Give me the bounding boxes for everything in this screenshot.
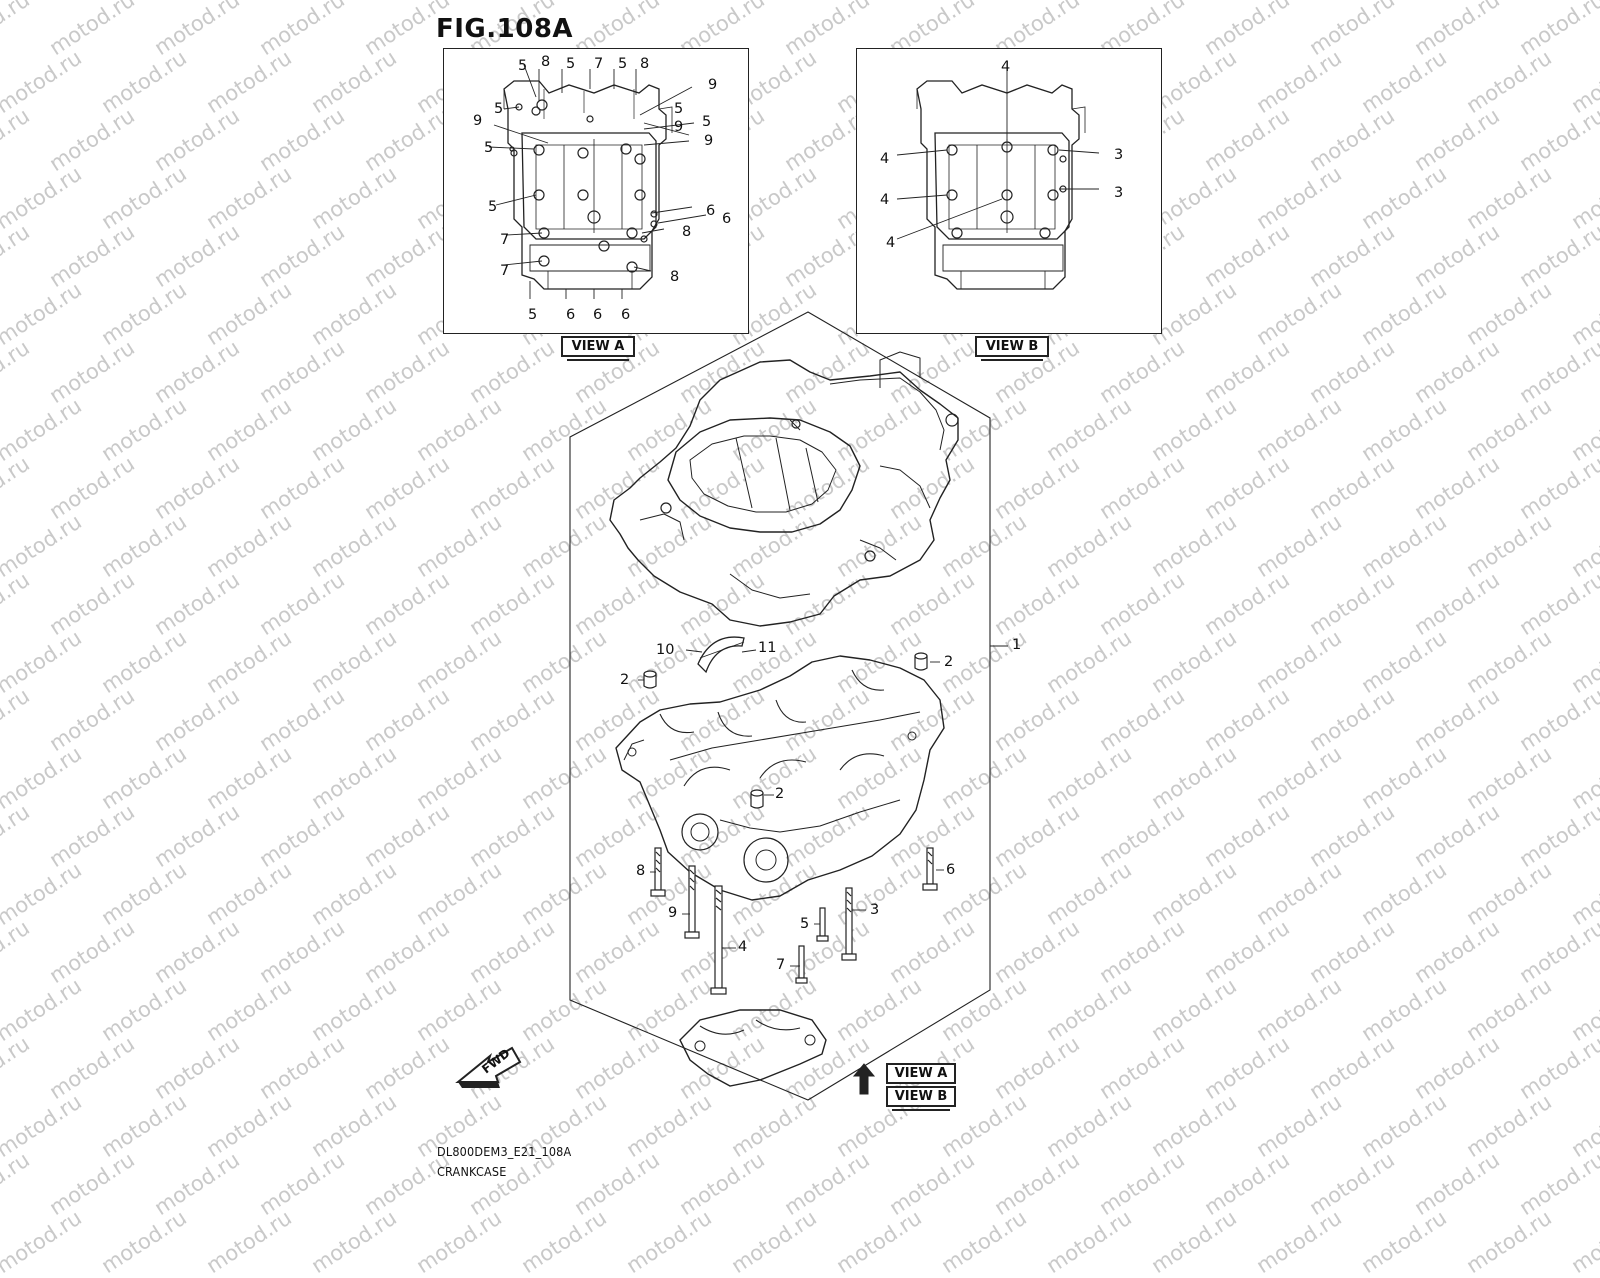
view-a-callout-5a: 5 bbox=[518, 58, 528, 74]
view-a-callout-5c: 5 bbox=[618, 56, 628, 72]
watermark-text: motod.ru bbox=[202, 1205, 296, 1278]
view-a-callout-5g: 5 bbox=[488, 199, 498, 215]
view-a-tag: VIEW A bbox=[561, 336, 635, 361]
view-a-callout-8b: 8 bbox=[640, 56, 650, 72]
upper-crankcase bbox=[609, 351, 959, 627]
view-direction-arrow bbox=[852, 1063, 876, 1095]
lower-crankcase bbox=[615, 655, 945, 901]
view-a-callout-8c: 8 bbox=[682, 224, 692, 240]
callout-3: 3 bbox=[870, 902, 880, 918]
callout-2b: 2 bbox=[620, 672, 630, 688]
view-a-callout-5e: 5 bbox=[702, 114, 712, 130]
watermark-text: motod.ru bbox=[727, 1205, 821, 1278]
view-a-callout-6a: 6 bbox=[706, 203, 716, 219]
watermark-text: motod.ru bbox=[517, 1205, 611, 1278]
callout-1: 1 bbox=[1012, 637, 1022, 653]
crankcase-bolts bbox=[650, 847, 938, 995]
callout-11: 11 bbox=[758, 640, 777, 656]
view-b-callout-4d: 4 bbox=[886, 235, 896, 251]
callout-8: 8 bbox=[636, 863, 646, 879]
watermark-text: motod.ru bbox=[832, 1205, 926, 1278]
assembly-outline bbox=[569, 311, 991, 1101]
bearing-cap bbox=[679, 1009, 827, 1087]
figure-title: FIG.108A bbox=[436, 14, 574, 44]
callout-2c: 2 bbox=[775, 786, 785, 802]
view-a-callout-9b: 9 bbox=[473, 113, 483, 129]
fwd-arrow: FWD bbox=[455, 1046, 522, 1088]
watermark-text: motod.ru bbox=[97, 1205, 191, 1278]
view-a-callout-9d: 9 bbox=[674, 119, 684, 135]
view-b-callout-3a: 3 bbox=[1114, 147, 1124, 163]
callout-4: 4 bbox=[738, 939, 748, 955]
callout-10: 10 bbox=[656, 642, 675, 658]
view-b-drawing bbox=[896, 71, 1100, 290]
callout-5: 5 bbox=[800, 916, 810, 932]
watermark-text: motod.ru bbox=[1042, 1205, 1136, 1278]
view-a-callout-5d: 5 bbox=[494, 101, 504, 117]
legend-view-a: VIEW A bbox=[886, 1063, 956, 1088]
view-a-panel bbox=[443, 48, 749, 334]
view-b-callout-4a: 4 bbox=[1001, 59, 1011, 75]
view-a-callout-5f: 5 bbox=[484, 140, 494, 156]
leader-lines bbox=[638, 645, 1008, 967]
crankcase-exploded-drawing: FWD bbox=[455, 311, 1008, 1101]
view-a-callout-7b: 7 bbox=[500, 232, 510, 248]
view-a-callout-5b: 5 bbox=[566, 56, 576, 72]
view-a-callout-5h: 5 bbox=[674, 101, 684, 117]
view-a-callout-6e: 6 bbox=[621, 307, 631, 323]
legend-view-b: VIEW B bbox=[886, 1086, 956, 1111]
view-a-callout-5i: 5 bbox=[528, 307, 538, 323]
watermark-text: motod.ru bbox=[412, 1205, 506, 1278]
watermark-text: motod.ru bbox=[937, 1205, 1031, 1278]
view-a-drawing bbox=[488, 64, 707, 299]
figure-caption: CRANKCASE bbox=[437, 1164, 507, 1179]
callout-2a: 2 bbox=[944, 654, 954, 670]
view-b-panel bbox=[856, 48, 1162, 334]
view-a-callout-8a: 8 bbox=[541, 54, 551, 70]
view-a-callout-6d: 6 bbox=[593, 307, 603, 323]
view-a-callout-9a: 9 bbox=[708, 77, 718, 93]
view-a-callout-7a: 7 bbox=[594, 56, 604, 72]
view-b-tag: VIEW B bbox=[975, 336, 1049, 361]
view-b-callout-4c: 4 bbox=[880, 192, 890, 208]
watermark-text: motod.ru bbox=[1147, 1205, 1241, 1278]
watermark-text: motod.ru bbox=[1462, 1205, 1556, 1278]
watermark-text: motod.ru bbox=[622, 1205, 716, 1278]
drawing-code: DL800DEM3_E21_108A bbox=[437, 1144, 572, 1159]
view-a-callout-6b: 6 bbox=[722, 211, 732, 227]
watermark-text: motod.ru bbox=[0, 1205, 86, 1278]
crank-bearing bbox=[697, 636, 745, 674]
watermark-text: motod.ru bbox=[307, 1205, 401, 1278]
dowel-pins bbox=[643, 652, 928, 809]
view-a-callout-8d: 8 bbox=[670, 269, 680, 285]
view-b-callout-4b: 4 bbox=[880, 151, 890, 167]
callout-9: 9 bbox=[668, 905, 678, 921]
view-a-callout-9c: 9 bbox=[704, 133, 714, 149]
watermark-text: motod.ru bbox=[1252, 1205, 1346, 1278]
view-a-callout-6c: 6 bbox=[566, 307, 576, 323]
view-a-callout-7c: 7 bbox=[500, 263, 510, 279]
watermark-text: motod.ru bbox=[1567, 1205, 1600, 1278]
watermark-text: motod.ru bbox=[1357, 1205, 1451, 1278]
view-b-callout-3b: 3 bbox=[1114, 185, 1124, 201]
callout-7: 7 bbox=[776, 957, 786, 973]
callout-6: 6 bbox=[946, 862, 956, 878]
